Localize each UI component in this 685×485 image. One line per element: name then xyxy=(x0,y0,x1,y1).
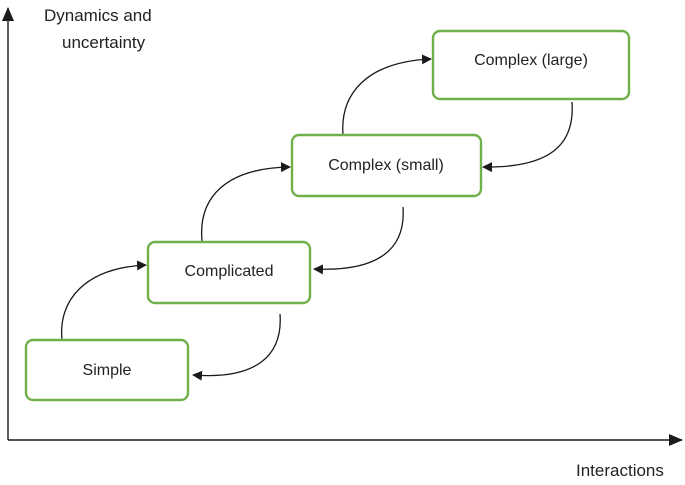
node-simple-label: Simple xyxy=(83,362,132,379)
node-complex-small: Complex (small) xyxy=(290,133,483,198)
arrow-complicated-to-simple xyxy=(192,313,281,381)
arrow-complex-large-to-complex-small xyxy=(482,101,573,173)
node-simple: Simple xyxy=(24,338,190,402)
arrow-complex-small-to-complex-large xyxy=(342,54,432,136)
node-complex-small-label: Complex (small) xyxy=(328,157,444,174)
y-axis-label-line2: uncertainty xyxy=(62,33,146,52)
arrow-complex-small-to-complicated xyxy=(313,206,404,275)
x-axis-label: Interactions xyxy=(576,461,664,480)
arrow-simple-to-complicated xyxy=(60,260,147,341)
node-complicated-label: Complicated xyxy=(185,263,274,280)
y-axis-label-line1: Dynamics and xyxy=(44,6,152,25)
arrow-complicated-to-complex-small xyxy=(200,162,291,242)
node-complicated: Complicated xyxy=(146,240,312,305)
node-complex-large-label: Complex (large) xyxy=(474,52,588,69)
node-complex-large: Complex (large) xyxy=(431,29,631,101)
